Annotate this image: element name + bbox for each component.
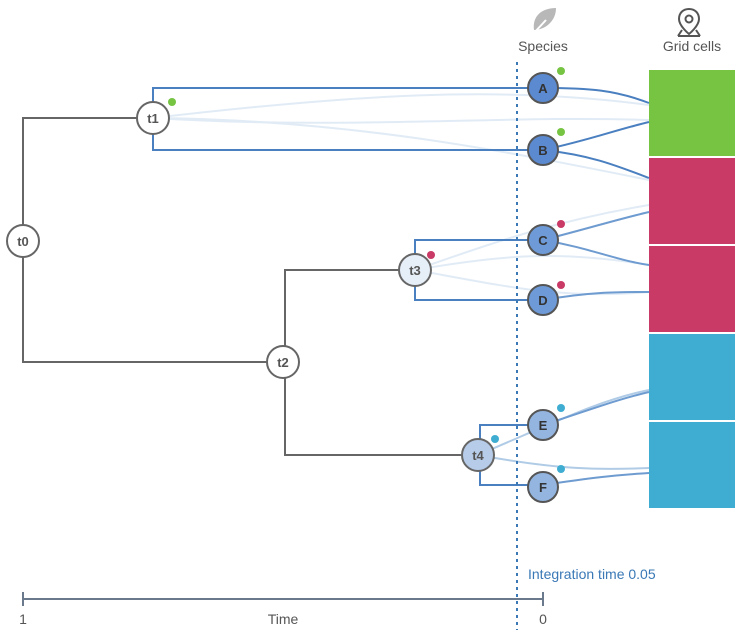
species-C-label: C bbox=[538, 233, 548, 248]
species-nodes: A B C D E F bbox=[527, 67, 565, 503]
link-A-cell1 bbox=[542, 87, 650, 104]
species-links-2 bbox=[542, 211, 650, 486]
node-t4-dot bbox=[491, 435, 499, 443]
species-F[interactable]: F bbox=[527, 465, 565, 503]
grid-cell-5[interactable] bbox=[649, 422, 735, 508]
species-B[interactable]: B bbox=[527, 128, 565, 166]
node-t1-dot bbox=[168, 98, 176, 106]
species-D[interactable]: D bbox=[527, 281, 565, 316]
map-pin-icon bbox=[677, 7, 701, 37]
link-t1-cell1 bbox=[152, 93, 650, 119]
grid-cells-header: Grid cells bbox=[662, 38, 722, 54]
species-A-dot bbox=[557, 67, 565, 75]
species-E-label: E bbox=[539, 418, 548, 433]
species-F-label: F bbox=[539, 480, 547, 495]
recent-branches bbox=[152, 87, 543, 486]
link-t3-cell3 bbox=[414, 254, 650, 271]
species-E-dot bbox=[557, 404, 565, 412]
time-axis-end-label: 0 bbox=[539, 611, 547, 627]
time-axis-start-label: 1 bbox=[19, 611, 27, 627]
link-t1-cell2 bbox=[152, 117, 650, 181]
node-t1-label: t1 bbox=[147, 111, 159, 126]
grid-cell-3[interactable] bbox=[649, 246, 735, 332]
species-A-label: A bbox=[538, 81, 548, 96]
old-branches bbox=[22, 117, 478, 456]
link-B-cell1 bbox=[542, 121, 650, 151]
branch-t0 bbox=[22, 117, 283, 363]
species-D-dot bbox=[557, 281, 565, 289]
species-D-label: D bbox=[538, 293, 547, 308]
link-t4-cell5 bbox=[477, 454, 650, 470]
species-C[interactable]: C bbox=[527, 220, 565, 256]
link-t3-cell3b bbox=[414, 269, 650, 296]
species-B-dot bbox=[557, 128, 565, 136]
node-t3-label: t3 bbox=[409, 263, 421, 278]
node-t2-label: t2 bbox=[277, 355, 289, 370]
time-axis-label: Time bbox=[267, 611, 299, 627]
tree-nodes: t0 t1 t2 t3 t4 bbox=[6, 98, 499, 472]
branch-t2 bbox=[284, 269, 478, 456]
node-t2[interactable]: t2 bbox=[266, 345, 300, 379]
grid-cell-2[interactable] bbox=[649, 158, 735, 244]
link-B-cell2 bbox=[542, 149, 650, 179]
species-C-dot bbox=[557, 220, 565, 228]
t4-links bbox=[477, 389, 650, 470]
integration-time-label: Integration time 0.05 bbox=[528, 566, 656, 582]
species-A[interactable]: A bbox=[527, 67, 565, 104]
ancestor-links bbox=[152, 93, 650, 296]
node-t0-label: t0 bbox=[17, 234, 29, 249]
grid-cell-4[interactable] bbox=[649, 334, 735, 420]
species-F-dot bbox=[557, 465, 565, 473]
species-E[interactable]: E bbox=[527, 404, 565, 441]
grid-cell-1[interactable] bbox=[649, 70, 735, 156]
link-C-cell3 bbox=[542, 239, 650, 266]
time-axis bbox=[22, 592, 544, 606]
node-t3[interactable]: t3 bbox=[398, 251, 435, 287]
node-t1[interactable]: t1 bbox=[136, 98, 176, 135]
node-t3-dot bbox=[427, 251, 435, 259]
species-header: Species bbox=[518, 38, 568, 54]
leaf-icon bbox=[532, 8, 556, 35]
node-t4[interactable]: t4 bbox=[461, 435, 499, 472]
link-t1-cell1b bbox=[152, 117, 650, 124]
link-t4-cell4 bbox=[477, 389, 650, 456]
node-t4-label: t4 bbox=[472, 448, 484, 463]
grid-cells bbox=[649, 70, 735, 508]
node-t0[interactable]: t0 bbox=[6, 224, 40, 258]
link-F-cell5 bbox=[542, 472, 650, 486]
species-B-label: B bbox=[538, 143, 547, 158]
